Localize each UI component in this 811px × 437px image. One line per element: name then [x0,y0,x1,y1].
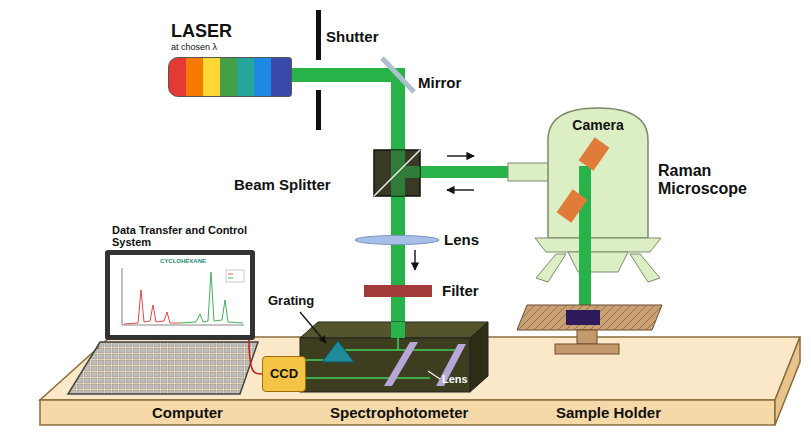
spectrophotometer-box [470,322,488,392]
mirror [382,58,414,92]
sample-holder [577,330,597,344]
bench [40,337,800,400]
spectrum-chart [228,274,233,275]
laptop [68,255,258,394]
laser-beam [391,68,405,322]
spectrum-chart [228,278,233,279]
bench-label: Spectrophotometer [330,404,468,421]
mirror [382,58,414,92]
part-label: Shutter [326,28,379,45]
direction-arrow [447,189,474,190]
laptop [68,342,258,394]
sample-holder [566,310,600,325]
part-label: Lens [442,373,468,386]
leader-line [428,371,440,379]
grating [322,341,354,362]
beam-splitter [374,150,420,196]
leader-line [300,312,326,343]
microscope [508,163,550,181]
laser-beam [290,68,591,322]
laptop [110,255,250,335]
microscope [579,166,591,312]
microscope [536,254,566,282]
node-title: Camera [572,117,623,133]
chart-title: CYCLOHEXANE [160,258,206,265]
bench [775,337,800,425]
bench [40,337,800,425]
beam-splitter [374,150,420,196]
internal-beam [306,377,430,379]
spectrum-chart [122,325,244,326]
spectrum-chart [226,270,244,282]
grating [322,341,354,362]
direction-arrow [447,155,474,156]
part-label: Grating [268,294,314,309]
node-title: LASER [171,21,232,42]
internal-beam [306,338,455,378]
ccd-detector: CCD [262,356,306,392]
shutter [316,90,321,130]
internal-lens [384,342,418,386]
node-heading: Data Transfer and Control System [112,224,252,249]
microscope [630,254,660,282]
filter [364,285,432,297]
microscope [535,238,661,252]
sample-holder [517,305,662,330]
node-title: Data Transfer and Control System [112,224,252,249]
part-label: Mirror [418,74,461,91]
part-label: Filter [442,282,479,299]
lens [355,236,439,245]
node-content: CCD [263,357,305,391]
microscope [508,108,661,312]
spectrophotometer-box [300,322,488,392]
direction-arrow [414,250,415,270]
leader-line [300,312,440,379]
sample-holder [517,305,662,354]
microscope [568,252,628,272]
bench-label: Computer [152,404,223,421]
spectrum-chart [124,290,180,324]
signal-cable [249,340,262,374]
part-label: Lens [444,231,479,248]
spectrophotometer-box [300,338,470,392]
microscope [579,137,610,170]
sample-holder [555,344,619,354]
spectrum-chart [122,268,244,325]
node-title: CCD [270,367,298,382]
node-subtitle: at chosen λ [171,42,232,52]
bench [40,400,775,425]
camera-label-box: Camera [548,113,648,137]
part-label: Raman Microscope [658,162,758,199]
shutter [316,10,321,60]
node-heading: LASERat chosen λ [171,21,232,52]
beam-splitter [405,166,420,178]
laser-beam [290,68,405,82]
node-content: Camera [548,113,648,137]
microscope [548,108,648,238]
direction-arrow [415,156,474,270]
filter [364,285,432,297]
spectrum-chart [122,268,123,325]
lens [355,236,439,245]
microscope [557,189,588,222]
laser-source: LASERat chosen λ [168,57,292,97]
beam-splitter [374,150,420,196]
spectrophotometer-box [391,322,405,338]
part-label: Beam Splitter [234,176,331,193]
spectrophotometer-box [300,322,488,338]
internal-beam [397,338,399,350]
bench-label: Sample Holder [556,404,661,421]
